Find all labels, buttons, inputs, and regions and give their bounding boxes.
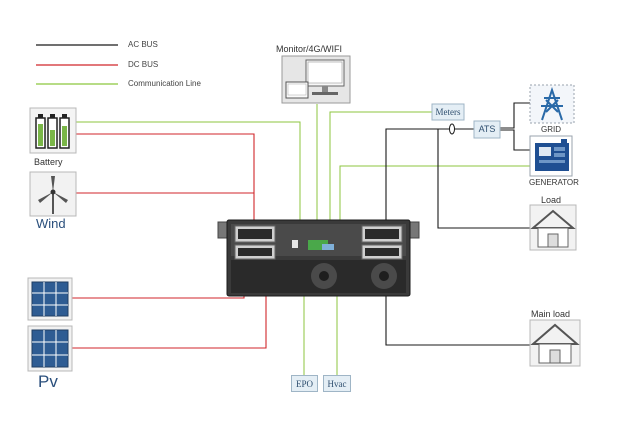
hvac-label: Hvac: [323, 375, 351, 392]
legend-dc-label: DC BUS: [128, 60, 159, 69]
pv-label: Pv: [38, 372, 58, 391]
wind-turbine-icon: [29, 171, 77, 217]
epo-label: EPO: [291, 375, 318, 392]
generator-label: GENERATOR: [529, 178, 579, 187]
house-icon: [529, 204, 577, 251]
ac-bus-lines: [385, 102, 530, 346]
wind-label: Wind: [36, 216, 66, 231]
monitor-icon: [281, 55, 351, 104]
main-load-label: Main load: [531, 309, 571, 319]
monitor-label: Monitor/4G/WIFI: [276, 44, 343, 54]
meters-box: [431, 103, 465, 121]
solar-panel-icon: [27, 277, 73, 321]
ats-box: [473, 120, 501, 139]
power-tower-icon: [529, 84, 575, 124]
generator-icon: [529, 135, 573, 177]
legend-ac-label: AC BUS: [128, 40, 158, 49]
battery-icon: [29, 107, 77, 154]
current-transformer-icon: [449, 123, 455, 135]
comm-lines: [76, 104, 530, 375]
rack-inverter-icon: [217, 219, 420, 297]
load-label: Load: [541, 195, 562, 205]
grid-label: GRID: [541, 125, 561, 134]
battery-label: Battery: [34, 157, 63, 167]
meters-label: Meters: [435, 107, 461, 117]
legend-comm-label: Communication Line: [128, 79, 201, 88]
ats-label: ATS: [478, 124, 496, 134]
solar-panel-icon: [27, 325, 73, 372]
house-icon: [529, 319, 581, 367]
dc-bus-lines: [72, 133, 267, 349]
